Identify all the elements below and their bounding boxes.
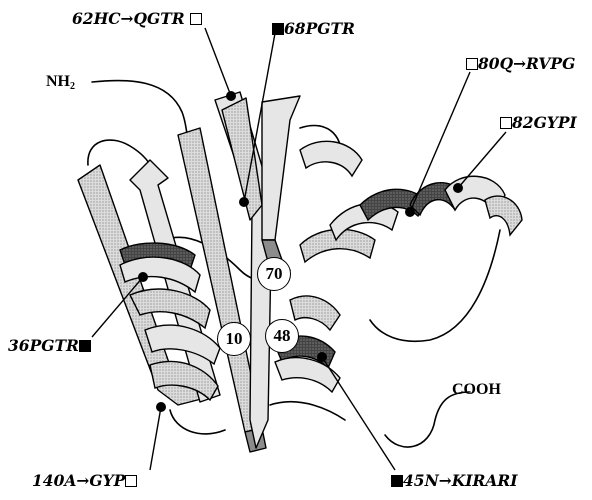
mutation-label-80: 80Q→RVPG bbox=[466, 55, 575, 73]
open-box-marker bbox=[500, 117, 512, 129]
loop-bottom bbox=[270, 402, 345, 420]
leader-62 bbox=[205, 28, 231, 96]
helix-right-4 bbox=[300, 141, 362, 176]
mutation-label-45: 45N→KIRARI bbox=[391, 472, 518, 490]
filled-box-marker bbox=[272, 23, 284, 35]
filled-box-marker bbox=[391, 475, 403, 487]
residue-marker-48: 48 bbox=[265, 319, 299, 353]
loop-right bbox=[370, 230, 500, 341]
n-terminus-label: NH2 bbox=[46, 73, 75, 96]
n-terminal-coil bbox=[92, 80, 188, 140]
leader-140 bbox=[150, 407, 161, 470]
open-box-marker bbox=[466, 58, 478, 70]
residue-marker-10: 10 bbox=[217, 322, 251, 356]
filled-box-marker bbox=[79, 340, 91, 352]
c-terminal-coil bbox=[385, 392, 470, 447]
open-box-marker bbox=[125, 475, 137, 487]
mutation-label-68: 68PGTR bbox=[272, 20, 355, 38]
c-terminus-label: COOH bbox=[452, 381, 501, 399]
mutation-label-62: 62HC→QGTR bbox=[72, 10, 202, 28]
helix-far-right-3 bbox=[485, 196, 522, 235]
mutation-label-140: 140A→GYP bbox=[32, 472, 137, 490]
mutation-label-82: 82GYPI bbox=[500, 114, 577, 132]
mutation-label-36: 36PGTR bbox=[8, 337, 91, 355]
helix-center-front-2 bbox=[290, 296, 340, 330]
loop-top-left bbox=[88, 140, 152, 168]
strand-6 bbox=[262, 96, 300, 240]
residue-marker-70: 70 bbox=[257, 257, 291, 291]
loop-bottom-left bbox=[170, 410, 225, 434]
open-box-marker bbox=[190, 13, 202, 25]
